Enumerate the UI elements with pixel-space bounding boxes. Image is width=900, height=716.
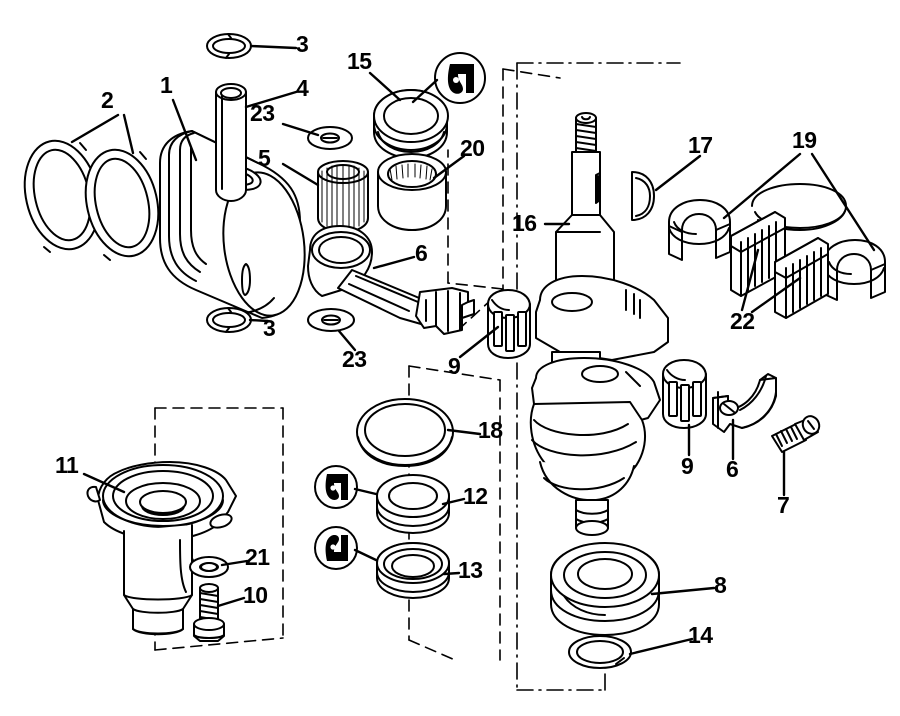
seal-orientation-icon-15 — [434, 52, 486, 104]
callout-22: 22 — [730, 308, 755, 334]
part-oil-seal-12 — [376, 474, 450, 534]
part-retaining-ring-lower — [568, 635, 632, 669]
callout-3-top: 3 — [296, 31, 309, 57]
part-oil-seal-13 — [376, 542, 450, 599]
callout-14: 14 — [688, 622, 713, 648]
leader-lines — [70, 44, 876, 656]
callout-6-top: 6 — [415, 240, 428, 266]
callout-7: 7 — [777, 492, 790, 518]
group-boundary-crank — [516, 62, 681, 691]
callout-9-lower: 9 — [681, 453, 694, 479]
seal-orientation-icon-12 — [314, 465, 358, 509]
group-boundary-upper — [447, 68, 561, 290]
seal-orientation-icon-13 — [314, 526, 358, 570]
callout-9-upper: 9 — [448, 353, 461, 379]
callout-15: 15 — [347, 48, 372, 74]
part-piston-pin-needle-bearing — [317, 160, 369, 233]
part-main-bearing-half-left — [668, 199, 731, 261]
callout-20: 20 — [460, 135, 485, 161]
callout-3-bottom: 3 — [263, 315, 276, 341]
part-main-bearing-half-right — [823, 239, 886, 301]
callout-11: 11 — [55, 452, 79, 478]
part-connecting-rod-cap — [712, 373, 777, 433]
part-retaining-ring-top — [206, 33, 252, 59]
callout-21: 21 — [245, 544, 270, 570]
part-lock-washer — [189, 556, 229, 578]
callout-1: 1 — [160, 72, 173, 98]
callout-12: 12 — [463, 483, 488, 509]
part-connecting-rod-bolt — [771, 415, 821, 453]
group-link-dash — [457, 288, 504, 331]
part-connecting-rod — [307, 225, 475, 335]
part-piston-ring-inner — [84, 148, 160, 261]
part-upper-oil-seal — [373, 89, 449, 159]
callout-16: 16 — [512, 210, 537, 236]
callout-18: 18 — [478, 417, 503, 443]
callout-2: 2 — [101, 87, 114, 113]
part-piston-pin — [215, 83, 247, 202]
callout-13: 13 — [458, 557, 483, 583]
part-o-ring — [356, 398, 454, 467]
part-roller-bearing-right — [774, 237, 829, 319]
part-woodruff-key — [631, 171, 655, 221]
part-housing-bolt — [193, 583, 225, 642]
part-retaining-ring-bottom — [206, 307, 252, 333]
part-upper-main-needle-bearing — [377, 153, 447, 231]
callout-5: 5 — [258, 145, 271, 171]
part-bearing-cage-upper — [487, 289, 531, 359]
callout-19: 19 — [792, 127, 817, 153]
callout-10: 10 — [243, 582, 268, 608]
callout-6-lower: 6 — [726, 456, 739, 482]
callout-8: 8 — [714, 572, 727, 598]
part-thrust-washer-top — [307, 126, 353, 150]
callout-23-top: 23 — [250, 100, 275, 126]
part-bearing-cage-lower — [662, 359, 707, 429]
part-bearing-housing — [86, 461, 237, 636]
part-thrust-washer-bottom — [307, 308, 355, 332]
part-crankshaft — [529, 112, 669, 536]
part-lower-main-ball-bearing — [550, 542, 660, 636]
callout-17: 17 — [688, 132, 713, 158]
callout-4: 4 — [296, 75, 309, 101]
callout-23-bottom: 23 — [342, 346, 367, 372]
